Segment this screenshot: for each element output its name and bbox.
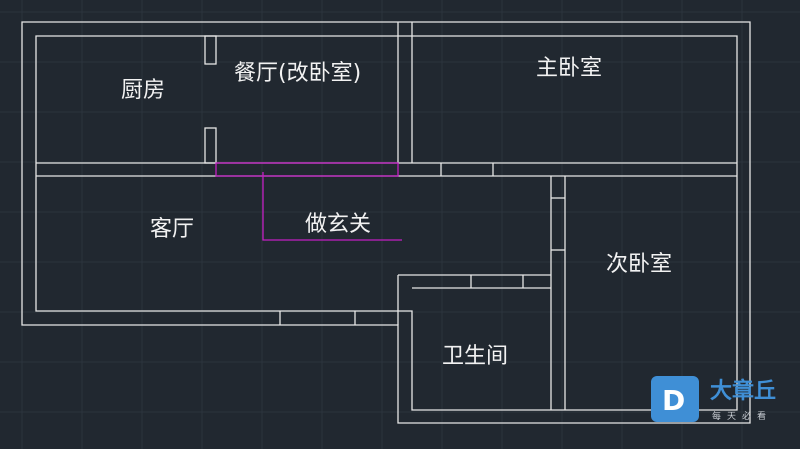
kitchen-partition-upper <box>204 35 217 65</box>
watermark-logo-icon <box>651 376 699 422</box>
outer-wall-outer-line <box>21 21 751 424</box>
room-label-foyer: 做玄关 <box>305 212 371 237</box>
kitchen-partition-lower <box>204 127 217 164</box>
room-label-kitchen: 厨房 <box>121 78 165 103</box>
foyer-annotation <box>215 162 402 241</box>
room-label-dining: 餐厅(改卧室) <box>234 61 361 86</box>
room-label-living-room: 客厅 <box>150 217 194 242</box>
watermark-subtitle: 每天必看 <box>712 410 772 422</box>
watermark-logo-letter: D <box>662 384 685 417</box>
room-label-bathroom: 卫生间 <box>442 344 508 369</box>
watermark-title: 大章丘 <box>710 378 776 404</box>
room-labels: 厨房 餐厅(改卧室) 主卧室 客厅 做玄关 次卧室 卫生间 <box>121 56 672 369</box>
watermark: D 大章丘 每天必看 <box>651 376 776 422</box>
outer-wall-inner-line <box>35 35 738 411</box>
foyer-boundary-line <box>262 172 402 241</box>
room-label-second-bedroom: 次卧室 <box>606 252 672 277</box>
foyer-new-wall <box>215 162 399 177</box>
room-label-master-bedroom: 主卧室 <box>536 56 602 81</box>
